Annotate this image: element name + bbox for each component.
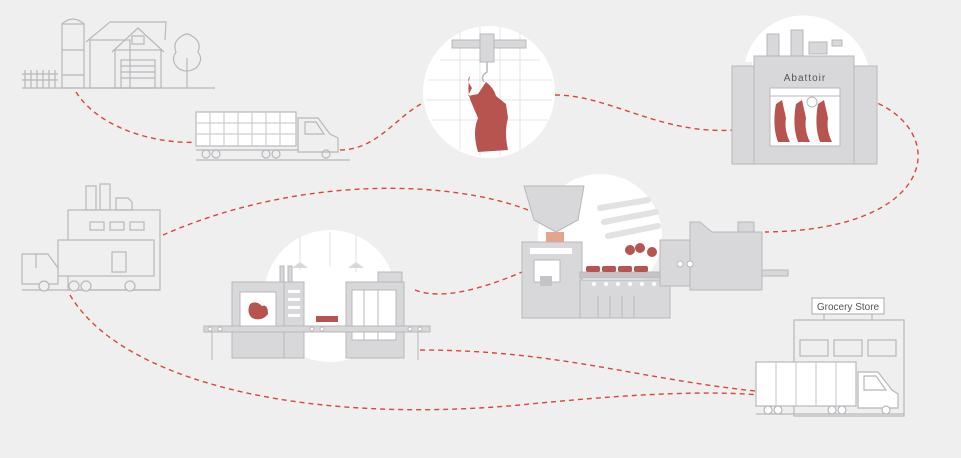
route-carcass-to-abattoir	[554, 94, 736, 132]
production-line-icon	[203, 230, 431, 362]
grocery-store-icon: Grocery Store	[793, 297, 905, 417]
route-truck-to-carcass	[339, 99, 431, 151]
route-grinder-to-plant	[162, 187, 529, 236]
clock-icon	[806, 96, 818, 108]
silo-icon	[61, 18, 85, 89]
packaging-machine-icon	[659, 221, 789, 291]
route-line-to-grinder	[414, 271, 523, 295]
livestock-truck-icon	[195, 111, 350, 161]
wheel-icon	[201, 149, 211, 159]
grinder-icon	[521, 174, 677, 319]
grocery-store-label: Grocery Store	[817, 302, 880, 313]
processing-plant-icon	[21, 183, 161, 292]
tree-icon	[172, 33, 202, 88]
supply-route	[69, 91, 919, 411]
farm-icon	[22, 18, 215, 89]
barn-icon	[85, 21, 167, 89]
delivery-truck-icon	[755, 361, 904, 415]
abattoir-label: Abattoir	[784, 73, 826, 84]
route-plant-to-grocery	[69, 294, 761, 411]
route-abattoir-to-packer	[764, 99, 919, 233]
route-oven-to-grocery	[419, 349, 766, 393]
fence-icon	[22, 70, 58, 88]
meat-pieces	[586, 243, 657, 272]
carcass-row	[774, 100, 832, 142]
route-farm-to-truck	[75, 91, 201, 144]
carcass-icon	[423, 26, 555, 158]
abattoir-icon: Abattoir	[731, 15, 878, 165]
